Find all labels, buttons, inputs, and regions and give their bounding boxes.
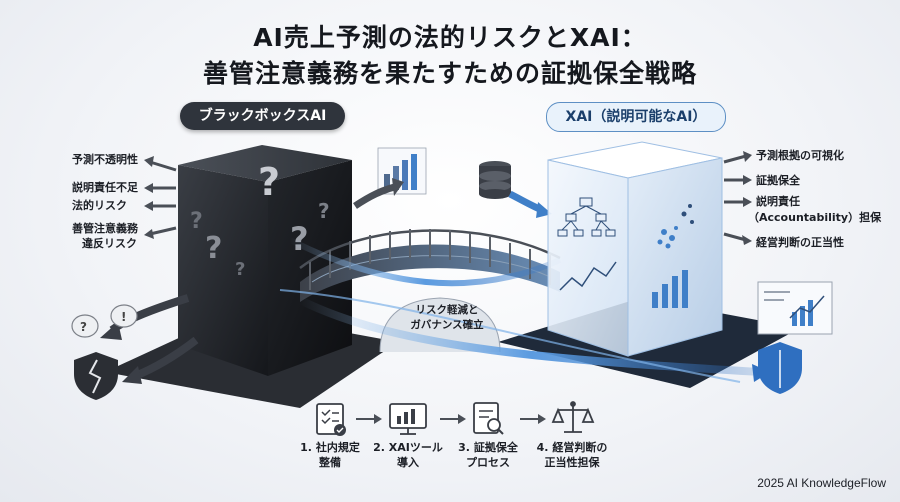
step-2-line2: 導入	[397, 456, 419, 469]
step-1-line2: 整備	[319, 456, 341, 469]
footer-credit: 2025 AI KnowledgeFlow	[757, 476, 886, 490]
risk-label-accountability: 説明責任不足	[72, 181, 138, 194]
document-search-icon	[473, 402, 504, 435]
warning-bubbles-icon: ? !	[71, 304, 138, 338]
step-3-line1: 3. 証拠保全	[458, 441, 518, 454]
bridge-label-line1: リスク軽減と	[415, 304, 479, 316]
step-1-line1: 1. 社内規定	[300, 441, 360, 454]
step-2: 2. XAIツール 導入	[363, 440, 453, 470]
risk-label-violation: 違反リスク	[82, 237, 137, 250]
step-3-line2: プロセス	[466, 456, 510, 469]
question-mark-icon: ?	[235, 259, 245, 280]
page-title-line1: AI売上予測の法的リスクとXAI：	[253, 23, 647, 52]
xai-glass-cube	[547, 141, 723, 357]
benefit-label-accountability: 説明責任	[756, 195, 800, 208]
cluster-plot-icon	[657, 204, 694, 249]
security-shield-icon	[758, 342, 802, 394]
risk-label-legal: 法的リスク	[72, 199, 127, 212]
step-4-line2: 正当性担保	[544, 456, 600, 469]
step-1: 1. 社内規定 整備	[285, 440, 375, 470]
line-chart-icon	[559, 261, 617, 291]
benefit-label-evidence: 証拠保全	[756, 174, 800, 187]
blackbox-ai-header: ブラックボックスAI	[180, 102, 345, 130]
bridge-label-line2: ガバナンス確立	[410, 319, 484, 331]
monitor-chart-icon	[389, 403, 427, 435]
step-3: 3. 証拠保全 プロセス	[443, 440, 533, 470]
decision-tree-icon	[557, 197, 616, 237]
risk-label-duty: 善管注意義務	[72, 222, 138, 235]
benefit-label-justification: 経営判断の正当性	[756, 236, 844, 249]
page-title-line2: 善管注意義務を果たすための証拠保全戦略	[202, 59, 697, 88]
question-mark-icon: ?	[190, 209, 203, 234]
bridge-label: リスク軽減と ガバナンス確立	[398, 303, 496, 333]
svg-text:!: !	[121, 310, 126, 324]
report-chart-icon	[757, 281, 833, 335]
risk-label-opacity: 予測不透明性	[72, 153, 138, 166]
risk-arrows	[149, 160, 177, 236]
svg-text:?: ?	[80, 320, 87, 334]
question-mark-icon: ?	[318, 199, 330, 223]
broken-shield-icon	[74, 352, 118, 400]
step-2-line1: 2. XAIツール	[373, 441, 443, 454]
step-4: 4. 経営判断の 正当性担保	[527, 440, 617, 470]
step-4-line1: 4. 経営判断の	[536, 441, 608, 454]
xai-header: XAI（説明可能なAI）	[546, 102, 726, 132]
question-mark-icon: ?	[258, 160, 280, 204]
scales-icon	[551, 401, 595, 433]
database-icon	[479, 161, 511, 199]
benefit-label-accountability-en: （Accountability）担保	[748, 211, 882, 224]
data-flow-stream	[298, 296, 761, 376]
black-box-cube: ? ? ? ? ? ?	[178, 145, 352, 376]
checklist-icon	[316, 403, 346, 436]
benefit-label-visualization: 予測根拠の可視化	[756, 149, 844, 162]
xai-bar-chart-icon	[652, 270, 688, 308]
data-flow-stream	[288, 237, 562, 287]
question-mark-icon: ?	[205, 231, 222, 266]
